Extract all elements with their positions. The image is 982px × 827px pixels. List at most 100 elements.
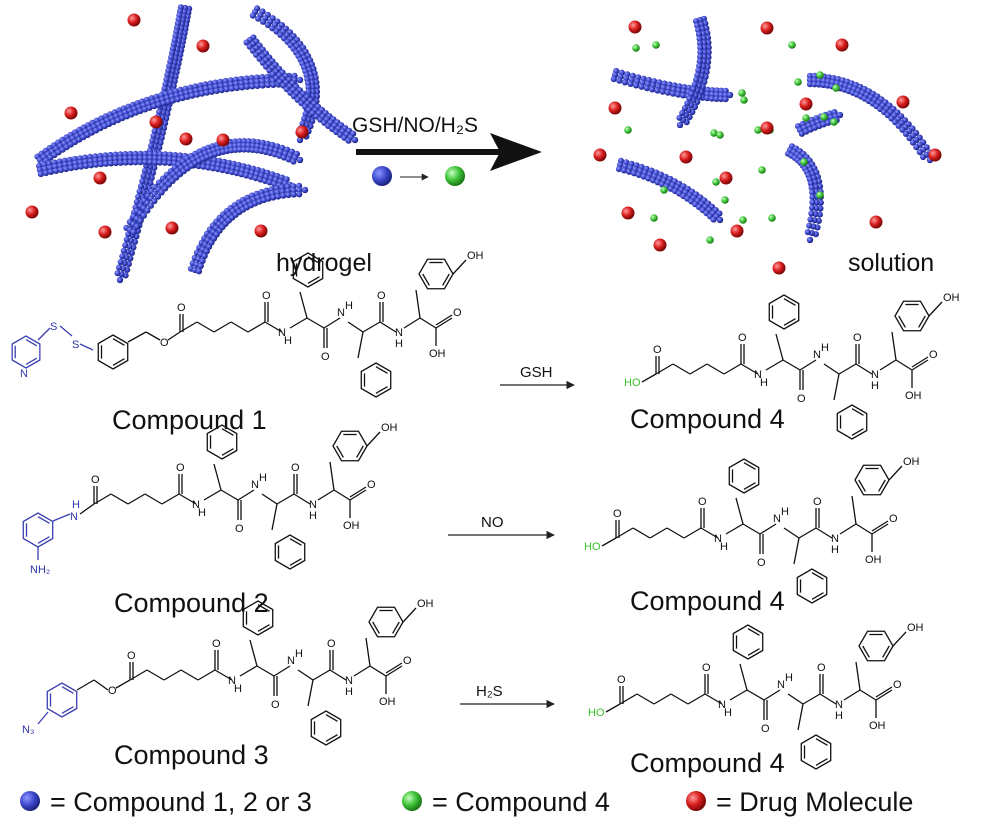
atom-label: H <box>720 541 728 553</box>
compound4-molecule <box>710 129 718 137</box>
drug-molecule <box>621 206 635 220</box>
amide-h: H <box>72 499 80 511</box>
compound4-molecule <box>706 236 714 244</box>
atom-label: O <box>761 723 770 735</box>
acid-ho: HO <box>624 377 641 389</box>
drug-molecule <box>760 21 774 35</box>
pyridine-n: N <box>20 368 28 380</box>
atom-label: H <box>284 335 292 347</box>
amine-nh2: NH₂ <box>30 564 50 576</box>
hydrogel-label: hydrogel <box>276 249 372 277</box>
solution-label: solution <box>848 249 934 277</box>
reagent-gsh: GSH <box>520 364 553 381</box>
drug-molecule <box>98 225 112 239</box>
drug-molecule <box>628 20 642 34</box>
drug-molecule <box>254 224 268 238</box>
atom-label: O <box>367 479 376 491</box>
atom-label: OH <box>467 250 484 262</box>
atom-label: OH <box>865 554 882 566</box>
legend-compound-4: = Compound 4 <box>432 787 610 817</box>
drug-molecule <box>835 38 849 52</box>
carbonyl-o: O <box>617 674 626 686</box>
atom-label: H <box>871 380 879 392</box>
atom-label: N <box>287 655 295 667</box>
atom-label: N <box>395 327 403 339</box>
atom-label: OH <box>417 598 434 610</box>
compound4-molecule <box>832 84 840 92</box>
azide-n3: N₃ <box>22 724 34 736</box>
compound4-molecule <box>820 113 828 121</box>
reaction-2: NO Compound 2 Compound 4 <box>114 514 785 618</box>
atom-label: O <box>321 351 330 363</box>
fiber <box>34 72 304 167</box>
atom-label: N <box>192 499 200 511</box>
drug-molecule <box>64 106 78 120</box>
fiber-fragment <box>676 15 712 129</box>
atom-label: N <box>345 675 353 687</box>
atom-label: O <box>738 332 747 344</box>
compound-2-label: Compound 2 <box>114 588 269 618</box>
drug-molecule <box>179 132 193 146</box>
atom-label: N <box>835 699 843 711</box>
atom-label: OH <box>907 622 924 634</box>
drug-molecule <box>165 221 179 235</box>
drug-molecule <box>608 101 622 115</box>
compound4-molecule <box>754 126 762 134</box>
compound4-molecule <box>721 196 729 204</box>
atom-label: N <box>309 499 317 511</box>
carbonyl-o: O <box>177 302 186 314</box>
drug-molecule <box>896 95 910 109</box>
atom-label: N <box>831 533 839 545</box>
hydrogel-fibers <box>34 4 359 284</box>
compound4-molecule <box>660 186 668 194</box>
atom-label: OH <box>905 390 922 402</box>
atom-label: O <box>403 655 412 667</box>
compound4-molecule <box>794 78 802 86</box>
atom-label: H <box>821 342 829 354</box>
atom-label: N <box>773 513 781 525</box>
atom-label: N <box>871 369 879 381</box>
compound4-molecule <box>716 131 724 139</box>
fiber-fragment <box>806 72 934 164</box>
drug-molecule <box>149 115 163 129</box>
fiber <box>243 34 359 144</box>
compound4-molecule <box>739 216 747 224</box>
compound4-molecule <box>758 166 766 174</box>
reagent-h2s: H₂S <box>476 683 503 700</box>
compound4-molecule <box>652 41 660 49</box>
acid-ho: HO <box>584 541 601 553</box>
atom-label: H <box>345 686 353 698</box>
atom-label: H <box>234 683 242 695</box>
atom-label: H <box>724 707 732 719</box>
drug-molecule <box>653 238 667 252</box>
carbonyl-o: O <box>91 474 100 486</box>
sulfur-2: S <box>72 339 79 351</box>
solution-compound4-molecules <box>624 41 840 244</box>
acid-ho: HO <box>588 707 605 719</box>
compound-1-label: Compound 1 <box>112 405 267 435</box>
amide-n: N <box>70 511 78 523</box>
atom-label: O <box>271 699 280 711</box>
drug-molecule <box>928 148 942 162</box>
compound4-molecule <box>632 44 640 52</box>
carbonyl-o: O <box>613 508 622 520</box>
compound4-molecule <box>816 71 824 79</box>
compound4-molecule <box>740 96 748 104</box>
compound4-molecule <box>816 191 824 199</box>
compound4-molecule <box>738 89 746 97</box>
drug-molecule <box>295 125 309 139</box>
atom-label: O <box>453 307 462 319</box>
arrow-blue-sphere <box>372 166 392 186</box>
ester-o: O <box>108 685 117 697</box>
atom-label: O <box>327 638 336 650</box>
drug-molecule <box>127 13 141 27</box>
legend: = Compound 1, 2 or 3 = Compound 4 = Drug… <box>20 787 913 817</box>
atom-label: O <box>757 557 766 569</box>
